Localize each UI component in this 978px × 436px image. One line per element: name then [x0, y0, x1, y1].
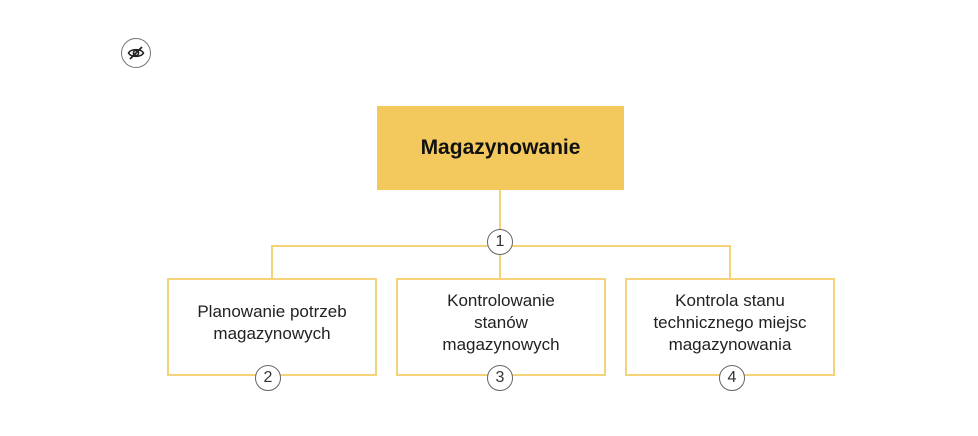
number-badge-4: 4: [719, 365, 745, 391]
root-node: Magazynowanie: [377, 106, 624, 190]
visibility-toggle-button[interactable]: [121, 38, 151, 68]
connector-right-vertical: [729, 245, 731, 279]
child-node-2: Kontrolowanie stanów magazynowych: [396, 278, 606, 376]
connector-left-vertical: [271, 245, 273, 279]
number-badge-2: 2: [255, 365, 281, 391]
eye-slash-icon: [127, 46, 145, 60]
number-badge-3: 3: [487, 365, 513, 391]
number-badge-text: 4: [727, 369, 737, 386]
number-badge-1: 1: [487, 229, 513, 255]
number-badge-text: 2: [263, 369, 273, 386]
number-badge-text: 1: [495, 233, 505, 250]
child-node-3: Kontrola stanu technicznego miejsc magaz…: [625, 278, 835, 376]
root-node-label: Magazynowanie: [420, 136, 581, 159]
child-node-1: Planowanie potrzeb magazynowych: [167, 278, 377, 376]
number-badge-text: 3: [495, 369, 505, 386]
child-node-label: Kontrola stanu technicznego miejsc magaz…: [653, 291, 807, 354]
child-node-label: Planowanie potrzeb magazynowych: [197, 302, 347, 343]
child-node-label: Kontrolowanie stanów magazynowych: [442, 291, 560, 354]
